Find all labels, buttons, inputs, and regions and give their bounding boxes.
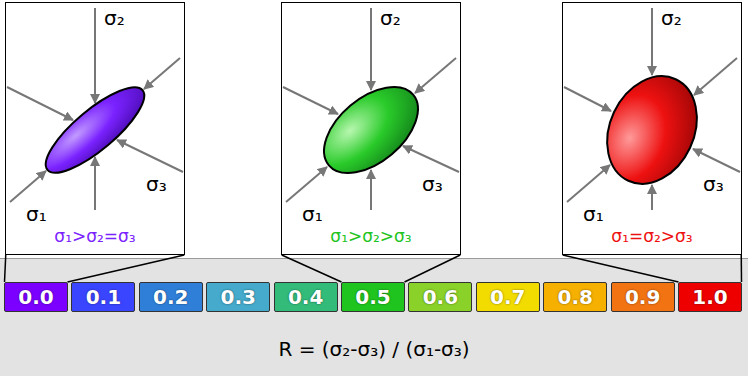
stress-arrow xyxy=(651,8,653,75)
scale-value: 0.5 xyxy=(355,285,390,309)
callout-connector xyxy=(282,255,461,282)
grey-band-ground xyxy=(0,258,748,376)
stress-arrow xyxy=(403,146,459,172)
scale-value: 0.7 xyxy=(490,285,525,309)
stress-arrow xyxy=(286,167,327,202)
scale-value: 0.8 xyxy=(557,285,592,309)
callout-connector xyxy=(563,255,742,282)
scale-value: 0.2 xyxy=(153,285,188,309)
callout-line xyxy=(282,255,342,282)
stress-arrow xyxy=(283,87,338,114)
callout-line xyxy=(741,255,743,282)
stress-condition: σ₁>σ₂=σ₃ xyxy=(6,227,184,246)
stress-arrow xyxy=(10,171,46,202)
scale-box: 0.4 xyxy=(274,282,338,312)
stress-arrow xyxy=(415,58,456,93)
stress-arrow xyxy=(567,165,610,202)
scale-value: 0.3 xyxy=(220,285,255,309)
scale-value: 0.1 xyxy=(86,285,121,309)
band-edge xyxy=(0,258,748,259)
stress-arrow xyxy=(651,185,653,210)
callout-line xyxy=(68,255,185,282)
callout-line xyxy=(563,255,679,282)
scale-box: 0.8 xyxy=(543,282,607,312)
scale-value: 0.6 xyxy=(423,285,458,309)
stress-arrow xyxy=(94,157,96,210)
stress-label: σ₁ xyxy=(583,203,604,225)
stress-arrows xyxy=(283,8,459,210)
stress-label: σ₁ xyxy=(302,203,323,225)
stress-label: σ₃ xyxy=(146,173,167,195)
stress-panel: σ₂ σ₃ σ₁ σ₁>σ₂=σ₃ xyxy=(5,2,185,255)
scale-box: 0.2 xyxy=(139,282,203,312)
stress-arrows xyxy=(7,8,183,210)
stress-ellipsoid xyxy=(308,70,433,190)
scale-value: 0.0 xyxy=(18,285,53,309)
stress-arrows xyxy=(564,8,740,210)
ratio-formula: R = (σ₂-σ₃) / (σ₁-σ₃) xyxy=(0,338,748,360)
stress-label: σ₂ xyxy=(104,7,125,29)
stress-label: σ₂ xyxy=(661,7,682,29)
stress-panel: σ₂ σ₃ σ₁ σ₁=σ₂>σ₃ xyxy=(562,2,742,255)
stress-label: σ₁ xyxy=(26,203,47,225)
stress-ellipsoid xyxy=(35,75,156,185)
stress-arrow xyxy=(7,87,73,120)
stress-label: σ₃ xyxy=(703,173,724,195)
callout-line xyxy=(405,255,461,282)
scale-box: 0.0 xyxy=(4,282,68,312)
scale-box: 0.3 xyxy=(206,282,270,312)
stress-arrow xyxy=(564,87,611,111)
scale-value: 0.9 xyxy=(625,285,660,309)
scale-box: 0.5 xyxy=(341,282,405,312)
scale-box: 0.7 xyxy=(476,282,540,312)
scale-box: 0.6 xyxy=(408,282,472,312)
scale-box: 0.1 xyxy=(71,282,135,312)
stress-arrow xyxy=(117,140,183,172)
stress-condition: σ₁=σ₂>σ₃ xyxy=(563,227,741,246)
stress-condition: σ₁>σ₂>σ₃ xyxy=(282,227,460,246)
stress-ellipsoid xyxy=(590,61,713,198)
stress-arrow xyxy=(694,58,737,95)
callout-line xyxy=(5,255,6,282)
stress-arrow xyxy=(370,170,372,210)
stress-arrow xyxy=(144,58,180,89)
stress-arrow xyxy=(370,8,372,90)
scale-box: 0.9 xyxy=(611,282,675,312)
stress-arrow xyxy=(693,149,740,172)
stress-label: σ₂ xyxy=(380,7,401,29)
scale-value: 1.0 xyxy=(692,285,727,309)
callout-connector xyxy=(5,255,185,282)
stress-panel: σ₂ σ₃ σ₁ σ₁>σ₂>σ₃ xyxy=(281,2,461,255)
stress-label: σ₃ xyxy=(422,173,443,195)
scale-value: 0.4 xyxy=(288,285,323,309)
scale-box: 1.0 xyxy=(678,282,742,312)
stress-arrow xyxy=(94,8,96,103)
scale-band: R = (σ₂-σ₃) / (σ₁-σ₃) 0.0 0.1 0.2 0.3 0.4 0.5 0… xyxy=(0,258,748,376)
